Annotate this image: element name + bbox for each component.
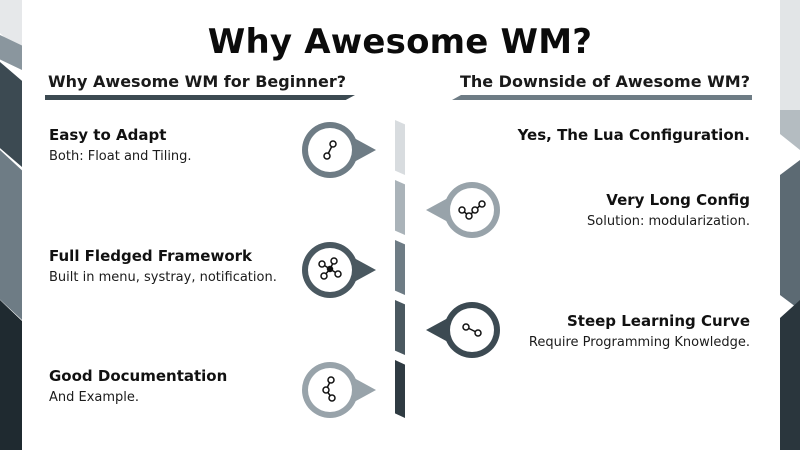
item-subtext: Require Programming Knowledge. [528,335,750,350]
left-heading-underline [45,95,355,100]
right-decor-stripe [780,110,800,150]
page-title: Why Awesome WM? [207,22,593,62]
timeline-segment [395,300,405,355]
left-column-heading: Why Awesome WM for Beginner? [48,72,347,91]
item-subtext: And Example. [49,390,140,405]
timeline-segment [395,180,405,235]
item-subtext: Both: Float and Tiling. [49,149,192,164]
branch-nodes-icon [300,360,380,420]
item-subtext: Built in menu, systray, notification. [49,270,277,285]
right-decor-stripe [780,160,800,310]
right-column-heading: The Downside of Awesome WM? [459,72,750,91]
connected-nodes-icon [300,120,380,180]
item-subtext: Solution: modularization. [587,214,750,229]
item-heading: Steep Learning Curve [566,312,750,330]
timeline-segment [395,240,405,295]
timeline-segment [395,120,405,175]
item-heading: Good Documentation [49,367,228,385]
network-nodes-icon [300,240,380,300]
item-heading: Full Fledged Framework [49,247,252,265]
right-heading-underline [452,95,752,100]
left-decor-stripe [0,300,22,450]
timeline-segment [395,360,405,418]
right-decor-stripe [780,300,800,450]
right-item-very-long-config: Very Long Config Solution: modularizatio… [587,191,750,229]
item-heading: Very Long Config [606,191,750,209]
right-decor-stripe [780,0,800,110]
left-decor-stripe [0,35,22,70]
item-heading: Yes, The Lua Configuration. [517,126,750,144]
right-item-steep-learning-curve: Steep Learning Curve Require Programming… [529,312,750,350]
left-decor-stripe [0,62,22,167]
left-decor-stripe [0,150,22,320]
left-item-easy-to-adapt: Easy to Adapt Both: Float and Tiling. [49,126,192,164]
zigzag-nodes-icon [422,180,502,240]
two-nodes-icon [422,300,502,360]
left-item-good-documentation: Good Documentation And Example. [49,367,227,405]
left-item-full-fledged-framework: Full Fledged Framework Built in menu, sy… [49,247,277,285]
right-item-lua-configuration: Yes, The Lua Configuration. [518,126,750,144]
item-heading: Easy to Adapt [49,126,167,144]
